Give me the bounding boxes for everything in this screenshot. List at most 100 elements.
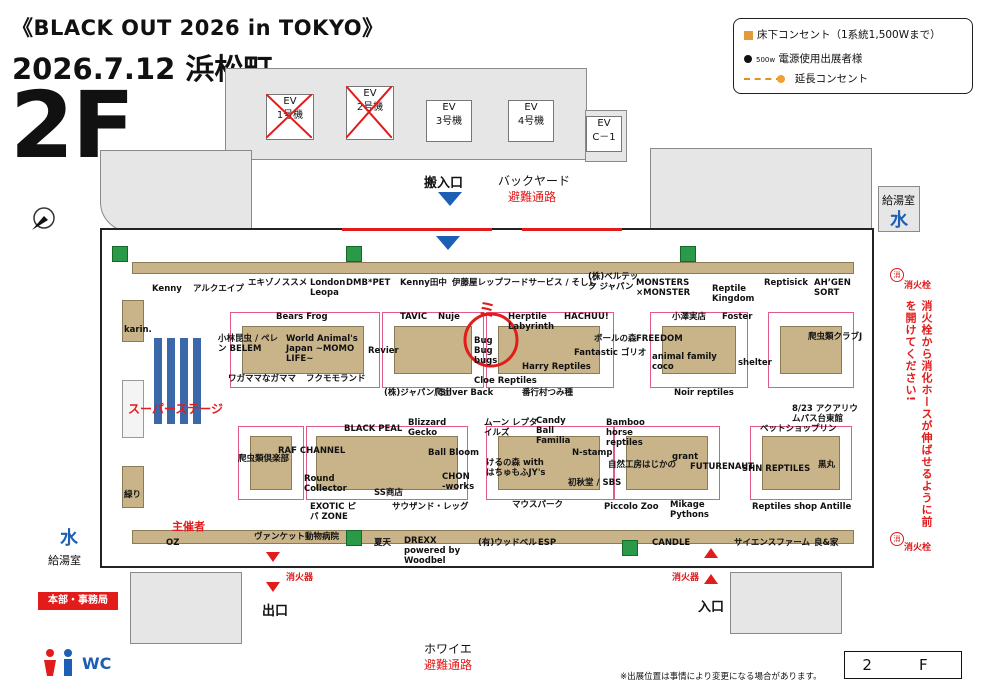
booth-label: Foster [722,312,753,322]
booth-label: アルクエイプ [193,284,244,294]
booth-label: ESP [538,538,557,548]
exit-arrow-icon-2 [266,582,280,592]
booth-label: Noir reptiles [674,388,734,398]
entrance-arrow-icon-2 [704,574,718,584]
booth-label: OZ [166,538,180,548]
water-right-label: 水 [890,210,908,231]
legend-extension-row: 延長コンセント [744,71,868,86]
building-right-wing [650,148,872,232]
booth-label: エキゾノススメ [248,278,308,288]
booth-label: 番行村つみ種 [522,388,574,398]
booth-label: ワガママなガママ [228,374,297,384]
booth-label: DREXX powered by Woodbel [404,536,461,566]
ev4: EV 4号機 [508,100,554,142]
floor-box: 2 F [844,651,962,679]
restroom-icon [44,649,72,676]
booth-label: BLACK PEAL [344,424,403,434]
extension-dash-icon [744,75,785,83]
booth-label: EXOTIC ピパ ZONE [310,502,356,522]
booth-label: Cloe Reptiles [474,376,537,386]
booth-label: 初秋堂 / SBS [568,478,622,488]
island-moon [486,426,614,500]
event-title: 《BLACK OUT 2026 in TOKYO》 [12,16,384,40]
emergency-exit-sign-icon [346,530,362,546]
booth-label: Fantastic ゴリオ [574,348,647,358]
wc-label: WC [82,654,112,673]
booth-label: 良&家 [814,538,839,548]
building-left-wing [100,150,252,232]
booth-block-6[interactable] [250,436,292,490]
fire-hydrant-icon: 消 [890,268,904,282]
legend-outlet-text: 床下コンセント（1系統1,500Wまで） [757,29,941,41]
building-lower-left [130,572,242,644]
booth-label: MONSTERS ×MONSTER [636,278,691,298]
booth-label: Blizzard Gecko [408,418,447,438]
booth-label: HACHUU! [564,312,609,322]
booth-karin[interactable] [122,300,144,342]
load-entrance-arrow-icon [438,192,462,206]
legend-box: 床下コンセント（1系統1,500Wまで） 500w 電源使用出展者様 延長コンセ… [733,18,973,94]
booth-block-1[interactable] [242,326,364,374]
evac-route-top: 避難通路 [508,190,557,204]
kyutou-right-room [878,186,920,232]
booth-label: Bamboo horse reptiles [606,418,645,448]
booth-label: animal family coco [652,352,717,372]
booth-label: DMB*PET [346,278,391,288]
booth-label: shelter [738,358,772,368]
booth-block-2[interactable] [394,326,472,374]
booth-label: TAVIC [400,312,428,322]
booth-label: サイエンスファーム [734,538,810,548]
booth-label: World Animal's Japan ~MOMO LIFE~ [286,334,358,364]
booth-label: FREEDOM [636,334,683,344]
booth-label: 爬虫類倶楽部 [238,454,290,464]
ev3: EV 3号機 [426,100,472,142]
legend-power-text: 電源使用出展者様 [778,53,863,65]
emergency-exit-sign-icon [112,246,128,262]
booth-label: ベットショップリン [760,424,837,434]
booth-label: grant [672,452,699,462]
island-bamboo [614,426,720,500]
legend-power-row: 500w 電源使用出展者様 [744,51,862,66]
booth-label: 伊藤屋レップフードサービス / そしじ [452,278,598,288]
emergency-exit-sign-icon [346,246,362,262]
building-lower-right [730,572,842,634]
island-shn [750,426,852,500]
booth-row-top [132,262,854,274]
booth-label: 小澤実店 [672,312,707,322]
booth-label: 緑り [124,490,142,500]
island-bears-frog [230,312,380,388]
booth-block-9[interactable] [626,436,708,490]
island-tavic [382,312,484,388]
booth-label: フクモモランド [306,374,366,384]
booth-block-7[interactable] [316,436,458,490]
booth-block-4[interactable] [662,326,736,374]
disclaimer-note: ※出展位置は事情により変更になる場合があります。 [620,672,822,682]
super-stage [122,380,144,438]
booth-label: けるの森 with はちゅもふJY's [486,458,546,478]
fire-hydrant-label-bottom: 消火栓 [904,543,932,553]
backyard-label: バックヤード [498,174,571,188]
ev1-closed-x-icon [266,94,312,138]
extinguisher-label-right: 消火器 [672,573,700,583]
island-black-peal [306,426,468,500]
booth-label: Bug Bug bugs [474,336,498,366]
booth-label: ムーン レプタイルズ [484,418,538,438]
hydrant-warning: 消火栓から消化ホースが伸ばせるように前を開けてください! [904,300,933,528]
booth-block-5[interactable] [780,326,842,374]
booth-midori[interactable] [122,466,144,508]
booth-label: Reptisick [764,278,809,288]
evc1: EV C－1 [586,116,622,152]
booth-label: ボールの森 [594,334,637,344]
booth-label: AH’GEN SORT [814,278,851,298]
booth-label: 爬虫類クラブJ [808,332,863,342]
legend-outlet-row: 床下コンセント（1系統1,500Wまで） [744,27,941,42]
booth-block-8[interactable] [498,436,600,490]
booth-label: Reptile Kingdom [712,284,755,304]
booth-label: 夏天 [374,538,392,548]
booth-block-10[interactable] [762,436,840,490]
entrance-arrow-icon-1 [704,548,718,558]
honbu-label: 本部・事務局 [38,592,118,610]
booth-label: Piccolo Zoo [604,502,659,512]
ev2-closed-x-icon [346,86,392,138]
booth-label: FUTURENAUT [690,462,754,472]
